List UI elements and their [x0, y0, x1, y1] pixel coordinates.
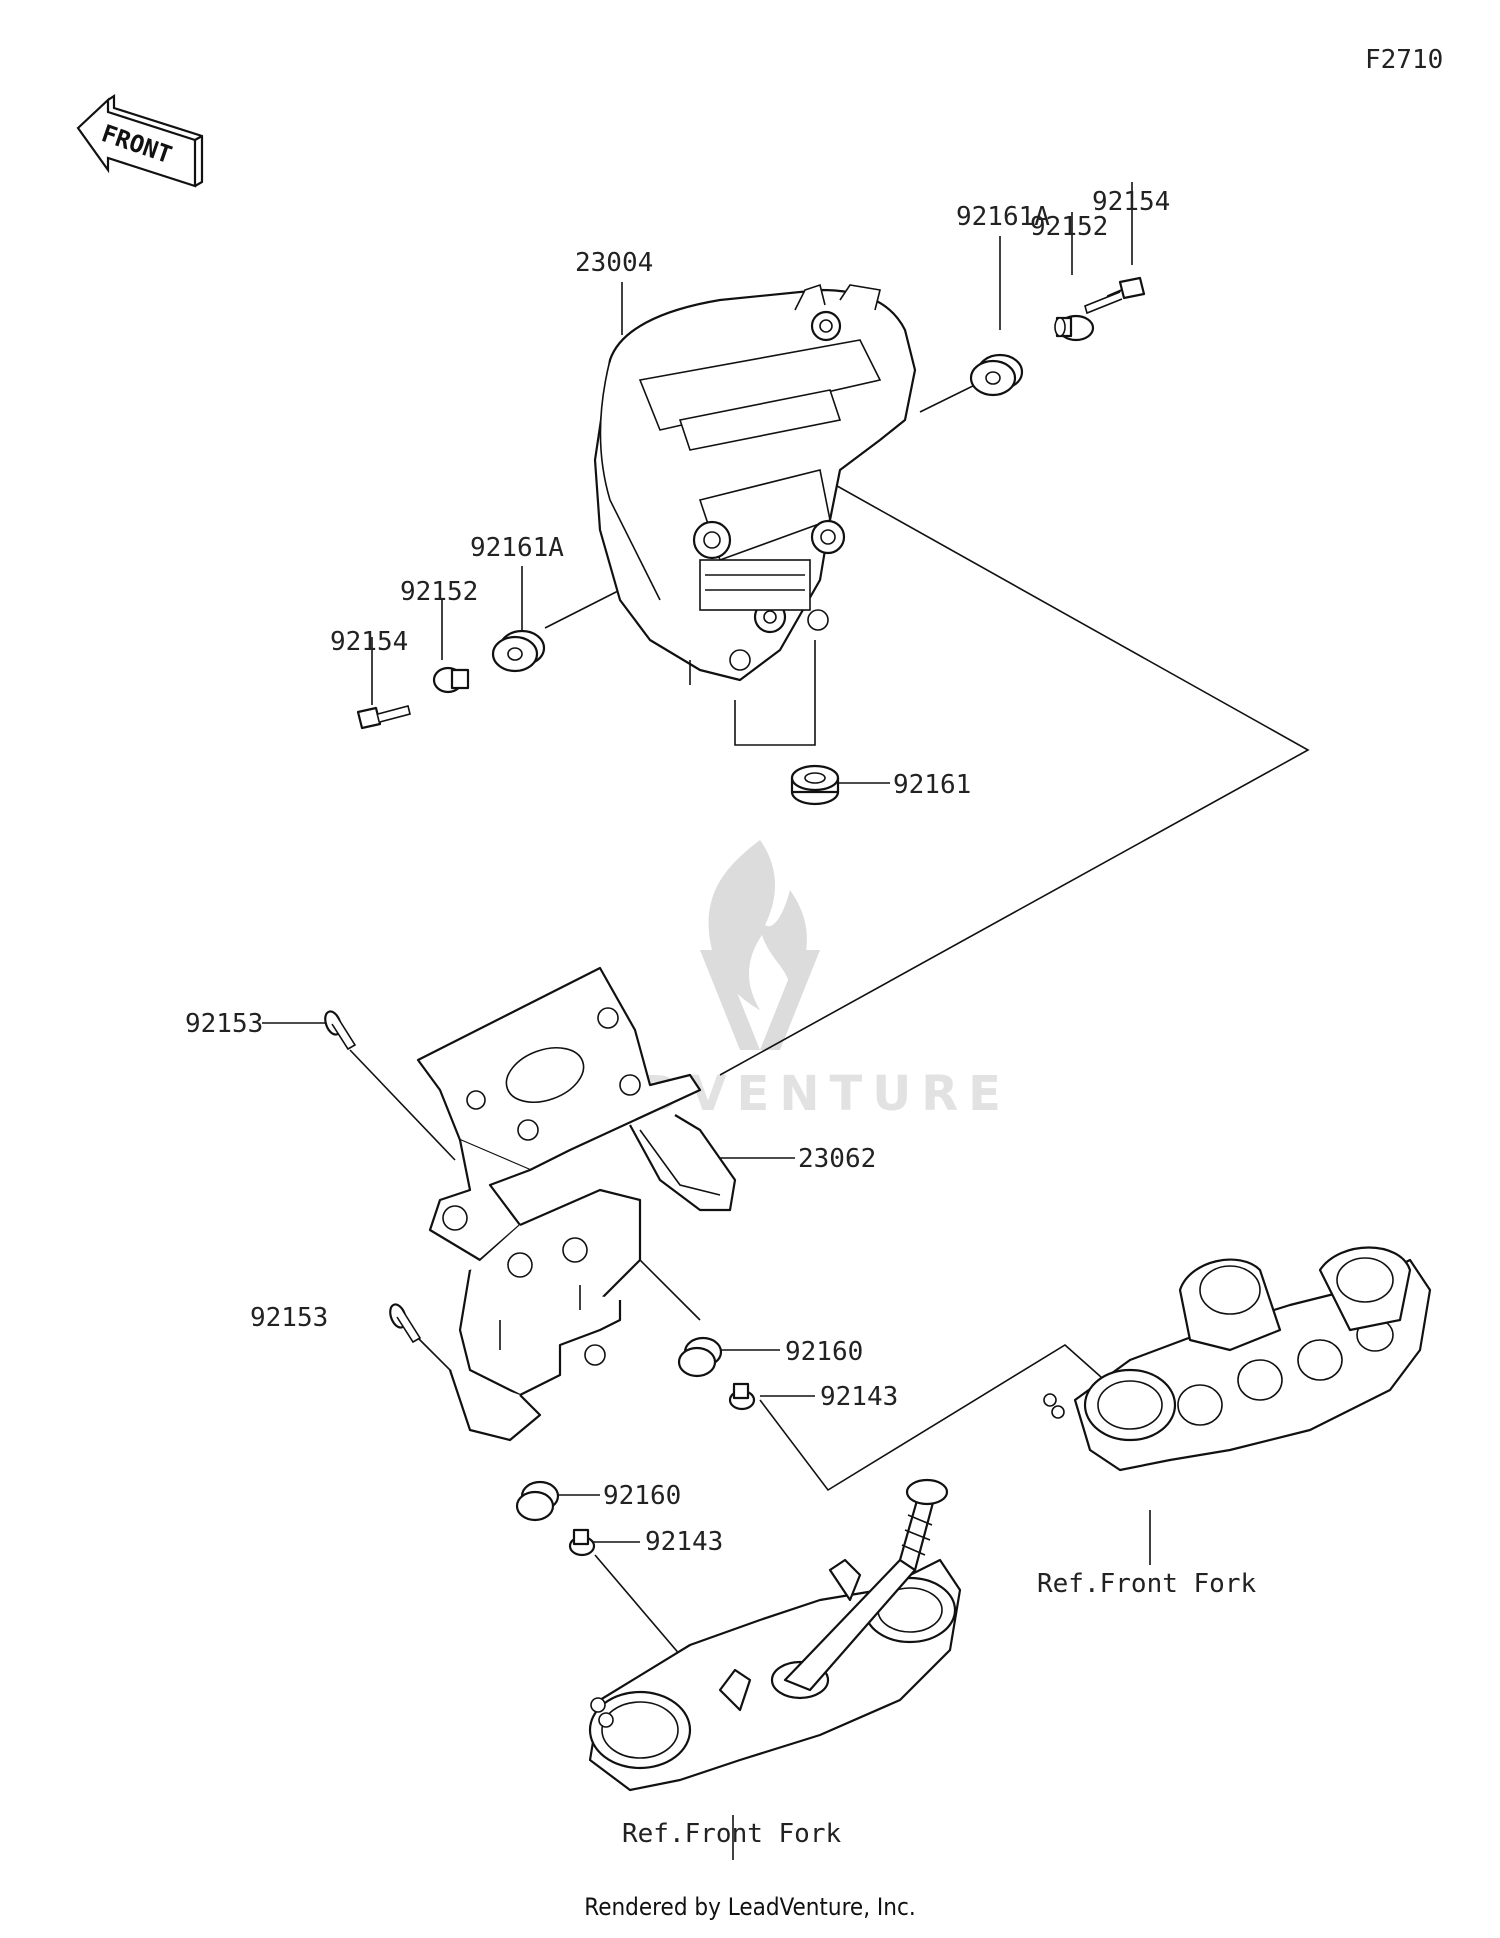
- callout-92153-bottom: 92153: [250, 1303, 328, 1333]
- callout-92143-left: 92143: [645, 1527, 723, 1557]
- grommet-right-icon: [969, 353, 1024, 397]
- callout-labels: 23004 92161A 92152 92154 92161A 92152 92…: [185, 187, 1256, 1849]
- collar-right-icon: [1054, 314, 1095, 342]
- callout-92152-left: 92152: [400, 577, 478, 607]
- callout-92160-right: 92160: [785, 1337, 863, 1367]
- callout-92154-right: 92154: [1092, 187, 1170, 217]
- front-arrow-icon: FRONT: [76, 93, 204, 188]
- callout-92161A-right: 92161A: [956, 202, 1050, 232]
- screw-bottom-icon: [389, 1303, 422, 1344]
- callout-92143-right: 92143: [820, 1382, 898, 1412]
- right-fork-bracket: [1043, 1246, 1432, 1472]
- callout-92161A-left: 92161A: [470, 533, 564, 563]
- callout-92153-top: 92153: [185, 1009, 263, 1039]
- callout-92160-left: 92160: [603, 1481, 681, 1511]
- callout-92154-left: 92154: [330, 627, 408, 657]
- screw-top-icon: [324, 1010, 357, 1051]
- callout-92161: 92161: [893, 770, 971, 800]
- damper-icon: [790, 764, 840, 806]
- ref-front-fork-right: Ref.Front Fork: [1037, 1569, 1256, 1599]
- collar-92143-right-icon: [728, 1382, 756, 1411]
- ref-front-fork-bottom: Ref.Front Fork: [622, 1819, 841, 1849]
- figure-code: F2710: [1365, 45, 1443, 75]
- callout-92152-right: 92152: [1030, 212, 1108, 242]
- meter-assembly: [593, 283, 917, 685]
- hardware: [324, 276, 1146, 1557]
- bottom-fork-bracket: [588, 1478, 962, 1792]
- meter-bracket: [416, 966, 737, 1442]
- grommet-left-icon: [491, 629, 546, 673]
- collar-92143-left-icon: [568, 1528, 596, 1557]
- collar-left-icon: [432, 666, 470, 694]
- callout-23004: 23004: [575, 248, 653, 278]
- footer-credit: Rendered by LeadVenture, Inc.: [584, 1893, 915, 1921]
- grommet-92160-right-icon: [677, 1336, 723, 1378]
- bolt-left-icon: [356, 705, 411, 730]
- bolt-right-icon: [1084, 276, 1146, 315]
- grommet-92160-left-icon: [515, 1480, 560, 1522]
- callout-23062: 23062: [798, 1144, 876, 1174]
